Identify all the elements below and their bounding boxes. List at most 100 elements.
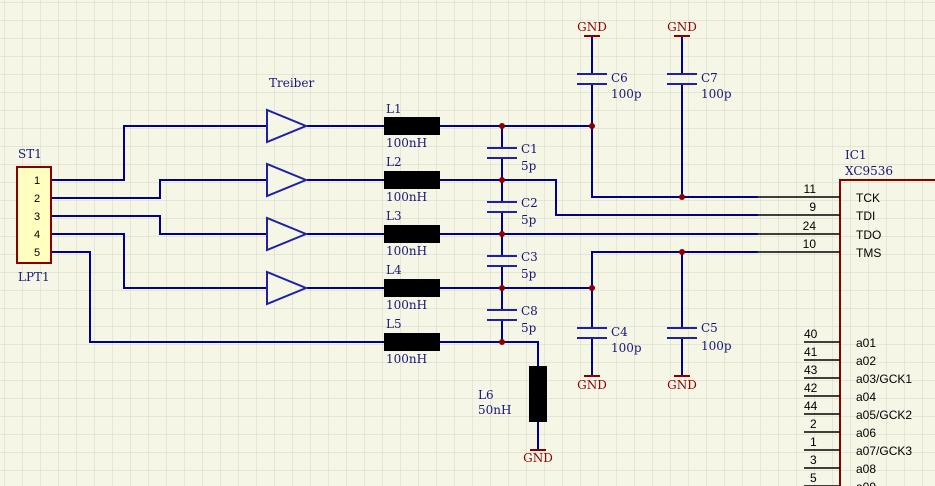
driver-4 bbox=[266, 270, 309, 306]
ic-pin-a09-name: a09 bbox=[856, 480, 876, 486]
capacitor-c2 bbox=[487, 201, 517, 213]
junction-dot bbox=[679, 249, 685, 255]
inductor-l3-value: 100nH bbox=[386, 244, 427, 258]
ic-pin-tdi-number: 9 bbox=[809, 200, 816, 214]
ic-pin-tms-number: 10 bbox=[803, 237, 817, 251]
ic-body bbox=[839, 179, 935, 486]
connector-pin-3: 3 bbox=[34, 211, 40, 223]
wire-pin1 bbox=[52, 125, 267, 181]
capacitor-c7 bbox=[667, 73, 697, 85]
inductor-l2-value: 100nH bbox=[386, 190, 427, 204]
capacitor-c6 bbox=[577, 73, 607, 85]
capacitor-c3 bbox=[487, 255, 517, 267]
capacitor-c8-value: 5p bbox=[521, 321, 537, 335]
capacitor-c4-ref: C4 bbox=[611, 325, 628, 339]
wire-pin4 bbox=[52, 233, 267, 289]
connector-pin-5: 5 bbox=[34, 247, 40, 259]
junction-dot bbox=[589, 123, 595, 129]
capacitor-c5-value: 100p bbox=[701, 339, 732, 353]
ic-io-pin-lines bbox=[804, 341, 840, 486]
capacitor-c6-value: 100p bbox=[611, 87, 642, 101]
ic-pin-a05-name: a05/GCK2 bbox=[856, 408, 912, 422]
driver-3 bbox=[266, 216, 309, 252]
inductor-l6-ref: L6 bbox=[478, 388, 494, 402]
ic-pin-a08-number: 3 bbox=[810, 453, 817, 467]
gnd-label-c5: GND bbox=[667, 378, 697, 392]
capacitor-c1-value: 5p bbox=[521, 159, 537, 173]
capacitor-c4-value: 100p bbox=[611, 341, 642, 355]
capacitor-c1-ref: C1 bbox=[521, 142, 538, 156]
capacitor-c1 bbox=[487, 147, 517, 159]
junction-dot bbox=[499, 339, 505, 345]
capacitor-c2-value: 5p bbox=[521, 213, 537, 227]
ic-pin-a08-name: a08 bbox=[856, 462, 876, 476]
inductor-l4-value: 100nH bbox=[386, 298, 427, 312]
junction-dot bbox=[679, 194, 685, 200]
inductor-l2-ref: L2 bbox=[386, 155, 402, 169]
ic-jtag-pin-lines bbox=[758, 196, 840, 253]
wire-tck bbox=[591, 126, 758, 198]
junction-dot bbox=[499, 285, 505, 291]
gnd-label-c7: GND bbox=[667, 20, 697, 34]
inductor-l1-ref: L1 bbox=[386, 102, 402, 116]
inductor-l6-value: 50nH bbox=[478, 403, 511, 417]
wire-pin2 bbox=[52, 179, 267, 199]
connector-st1: ST1 1 2 3 4 5 LPT1 bbox=[16, 147, 52, 284]
wire-tms bbox=[591, 251, 758, 288]
wires bbox=[52, 36, 758, 450]
junction-dot bbox=[499, 177, 505, 183]
capacitor-c3-value: 5p bbox=[521, 267, 537, 281]
ic-ref: IC1 bbox=[845, 148, 867, 162]
inductor-l5-ref: L5 bbox=[386, 317, 402, 331]
capacitor-c6-ref: C6 bbox=[611, 71, 628, 85]
ic-pin-a05-number: 44 bbox=[804, 399, 818, 413]
capacitor-c7-ref: C7 bbox=[701, 71, 718, 85]
gnd-label-c6: GND bbox=[577, 20, 607, 34]
connector-pin-2: 2 bbox=[34, 193, 40, 205]
ic-part: XC9536 bbox=[845, 164, 893, 178]
gnd-label-l6: GND bbox=[523, 451, 553, 465]
driver-label: Treiber bbox=[269, 76, 314, 90]
ic-pin-a07-name: a07/GCK3 bbox=[856, 444, 912, 458]
inductor-l1 bbox=[384, 117, 440, 135]
connector-pin-4: 4 bbox=[34, 229, 40, 241]
junction-dot bbox=[589, 285, 595, 291]
junction-dot bbox=[499, 231, 505, 237]
capacitor-c5-ref: C5 bbox=[701, 321, 718, 335]
ic-pin-a09-number: 5 bbox=[810, 471, 817, 485]
ic-pin-tdo-number: 24 bbox=[803, 219, 817, 233]
ic-pin-tms-name: TMS bbox=[856, 246, 881, 260]
driver-1 bbox=[266, 108, 309, 144]
capacitor-c3-ref: C3 bbox=[521, 250, 538, 264]
ic-pin-a06-number: 2 bbox=[810, 417, 817, 431]
drivers bbox=[266, 108, 309, 306]
inductor-l3-ref: L3 bbox=[386, 209, 402, 223]
junctions bbox=[499, 123, 685, 345]
ic-pin-a04-number: 42 bbox=[804, 381, 818, 395]
capacitor-c8-ref: C8 bbox=[521, 304, 538, 318]
ic-pin-tdo-name: TDO bbox=[856, 228, 881, 242]
ic-pin-tdi-name: TDI bbox=[856, 209, 875, 223]
ic-pin-tck-number: 11 bbox=[804, 182, 817, 196]
connector-name: LPT1 bbox=[18, 270, 50, 284]
inductor-l1-value: 100nH bbox=[386, 136, 427, 150]
ic-pin-a02-number: 41 bbox=[804, 345, 818, 359]
wire-pin3 bbox=[52, 215, 267, 235]
capacitors bbox=[487, 73, 697, 339]
junction-dot bbox=[499, 123, 505, 129]
ic-pin-a07-number: 1 bbox=[810, 435, 817, 449]
gnd-symbols bbox=[530, 35, 690, 451]
ic-pin-a06-name: a06 bbox=[856, 426, 876, 440]
capacitor-c5 bbox=[667, 327, 697, 339]
inductor-l4-ref: L4 bbox=[386, 263, 402, 277]
gnd-label-c4: GND bbox=[577, 378, 607, 392]
inductor-l3 bbox=[384, 225, 440, 243]
ic-pin-a04-name: a04 bbox=[856, 390, 876, 404]
ic-pin-a01-number: 40 bbox=[804, 327, 818, 341]
capacitor-c2-ref: C2 bbox=[521, 196, 538, 210]
wire-l5-l6 bbox=[440, 341, 539, 366]
driver-2 bbox=[266, 162, 309, 198]
ic1: IC1 XC9536 11 TCK 9 TDI 24 TDO 10 TMS 40 bbox=[758, 148, 935, 486]
